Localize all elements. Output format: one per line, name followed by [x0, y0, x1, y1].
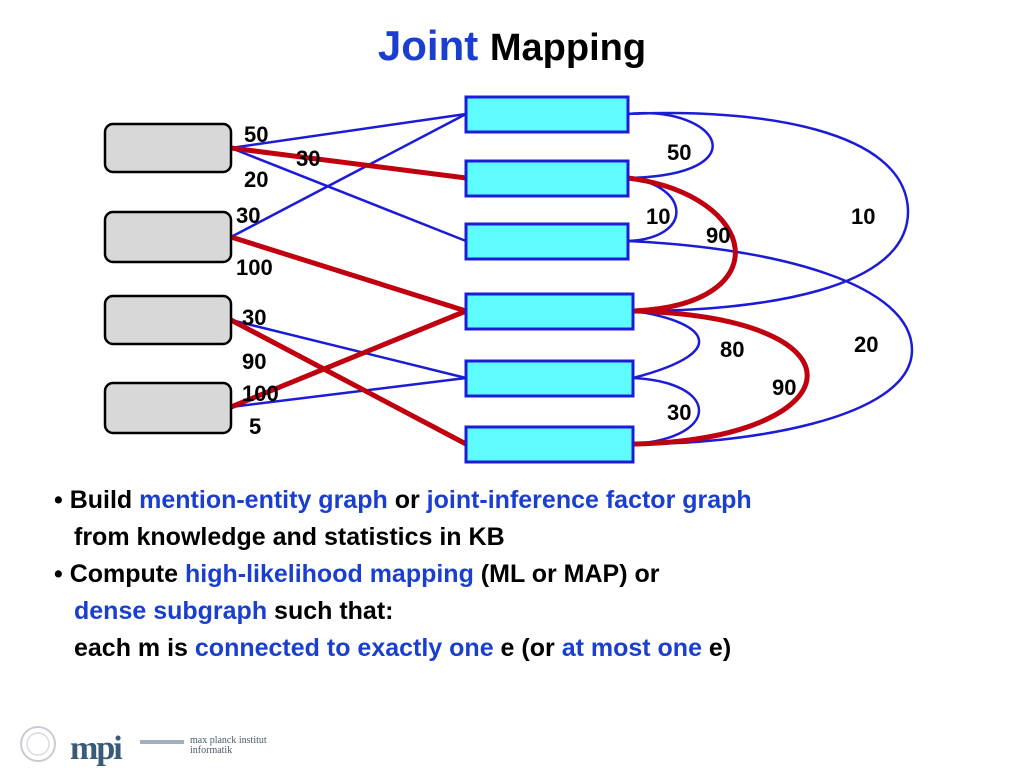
bullet-text: e): [701, 634, 732, 662]
bullet-text: e (or: [493, 634, 562, 662]
logo-caption: max planck institut informatik: [190, 736, 267, 756]
edge-e3-e6: [627, 239, 914, 446]
highlight-term: connected to exactly one: [194, 634, 494, 662]
bullet-1: • Build mention-entity graph or joint-in…: [54, 486, 752, 514]
highlight-term: dense subgraph: [74, 597, 268, 625]
entity-node-5: [464, 359, 635, 398]
mpi-logo: mpi: [20, 726, 184, 767]
weight-label: 20: [854, 332, 878, 357]
mention-node-2: [103, 210, 233, 264]
weight-label: 90: [706, 223, 730, 248]
logo-caption-line: max planck institut: [190, 735, 267, 746]
bullet-text: Compute: [69, 560, 185, 588]
minerva-seal-icon: [20, 726, 56, 762]
weight-label: 10: [851, 204, 875, 229]
bullet-text: or: [387, 486, 427, 514]
weight-label: 30: [236, 203, 260, 228]
mention-node-4: [103, 381, 233, 435]
bullet-1-continuation: from knowledge and statistics in KB: [74, 523, 505, 551]
highlight-term: high-likelihood mapping: [184, 560, 474, 588]
edge-m3-e6-selected: [229, 317, 468, 447]
highlight-term: joint-inference factor graph: [426, 486, 752, 514]
weight-label: 20: [244, 167, 268, 192]
weight-label: 100: [236, 255, 273, 280]
slide-title: Joint Mapping: [0, 18, 1024, 76]
title-word-mapping: Mapping: [489, 27, 647, 69]
edge-m2-e1: [230, 112, 467, 239]
mention-entity-graph: 50 30 20 30 100 30 90 100 5 50 10 90 10 …: [103, 95, 914, 464]
edge-e2-e4-selected: [627, 175, 738, 314]
bullet-text: each m is: [74, 634, 195, 662]
weight-label: 10: [646, 204, 670, 229]
highlight-term: at most one: [561, 634, 702, 662]
edge-e4-e5: [632, 309, 701, 380]
entity-node-4: [464, 292, 635, 331]
highlight-term: mention-entity graph: [139, 486, 388, 514]
edge-m1-e1: [230, 112, 467, 150]
entity-node-6: [464, 425, 635, 464]
weight-label: 100: [242, 381, 279, 406]
title-word-joint: Joint: [377, 22, 479, 69]
edge-m1-e3: [230, 146, 467, 243]
bullet-text: (ML or MAP) or: [473, 560, 660, 588]
entity-node-1: [464, 95, 630, 134]
edge-m4-e5: [230, 376, 467, 409]
weight-label: 80: [720, 337, 744, 362]
weight-label: 50: [244, 122, 268, 147]
bullet-list: • Build mention-entity graph or joint-in…: [54, 482, 994, 667]
edge-m2-e4-selected: [230, 234, 467, 314]
edge-m1-e2-selected: [230, 145, 467, 181]
bullet-text: Build: [69, 486, 140, 514]
weight-label: 30: [667, 400, 691, 425]
red-edges: [229, 145, 810, 447]
mention-node-3: [103, 294, 233, 346]
logo-wordmark: mpi: [70, 730, 122, 767]
edge-m4-e4-selected: [230, 308, 467, 410]
blue-edges: [230, 111, 914, 446]
bullet-text: such that:: [267, 597, 394, 625]
weight-label: 5: [249, 414, 261, 439]
edge-e4-e6-selected: [632, 308, 810, 447]
logo-caption-line: informatik: [190, 745, 233, 756]
weight-label: 90: [772, 375, 796, 400]
entity-node-3: [464, 222, 630, 261]
weight-label: 50: [667, 140, 691, 165]
edge-e5-e6: [632, 376, 701, 446]
mention-node-1: [103, 122, 233, 174]
weight-label: 90: [242, 349, 266, 374]
bullet-2: • Compute high-likelihood mapping (ML or…: [54, 560, 660, 588]
weight-label: 30: [242, 305, 266, 330]
edge-m3-e5: [230, 318, 467, 380]
entity-node-2: [464, 159, 630, 198]
weight-label: 30: [296, 146, 320, 171]
edge-e1-e4: [627, 111, 910, 313]
bullet-2-continuation: each m is connected to exactly one e (or…: [54, 630, 994, 667]
bullet-2-continuation: dense subgraph such that:: [54, 593, 994, 630]
